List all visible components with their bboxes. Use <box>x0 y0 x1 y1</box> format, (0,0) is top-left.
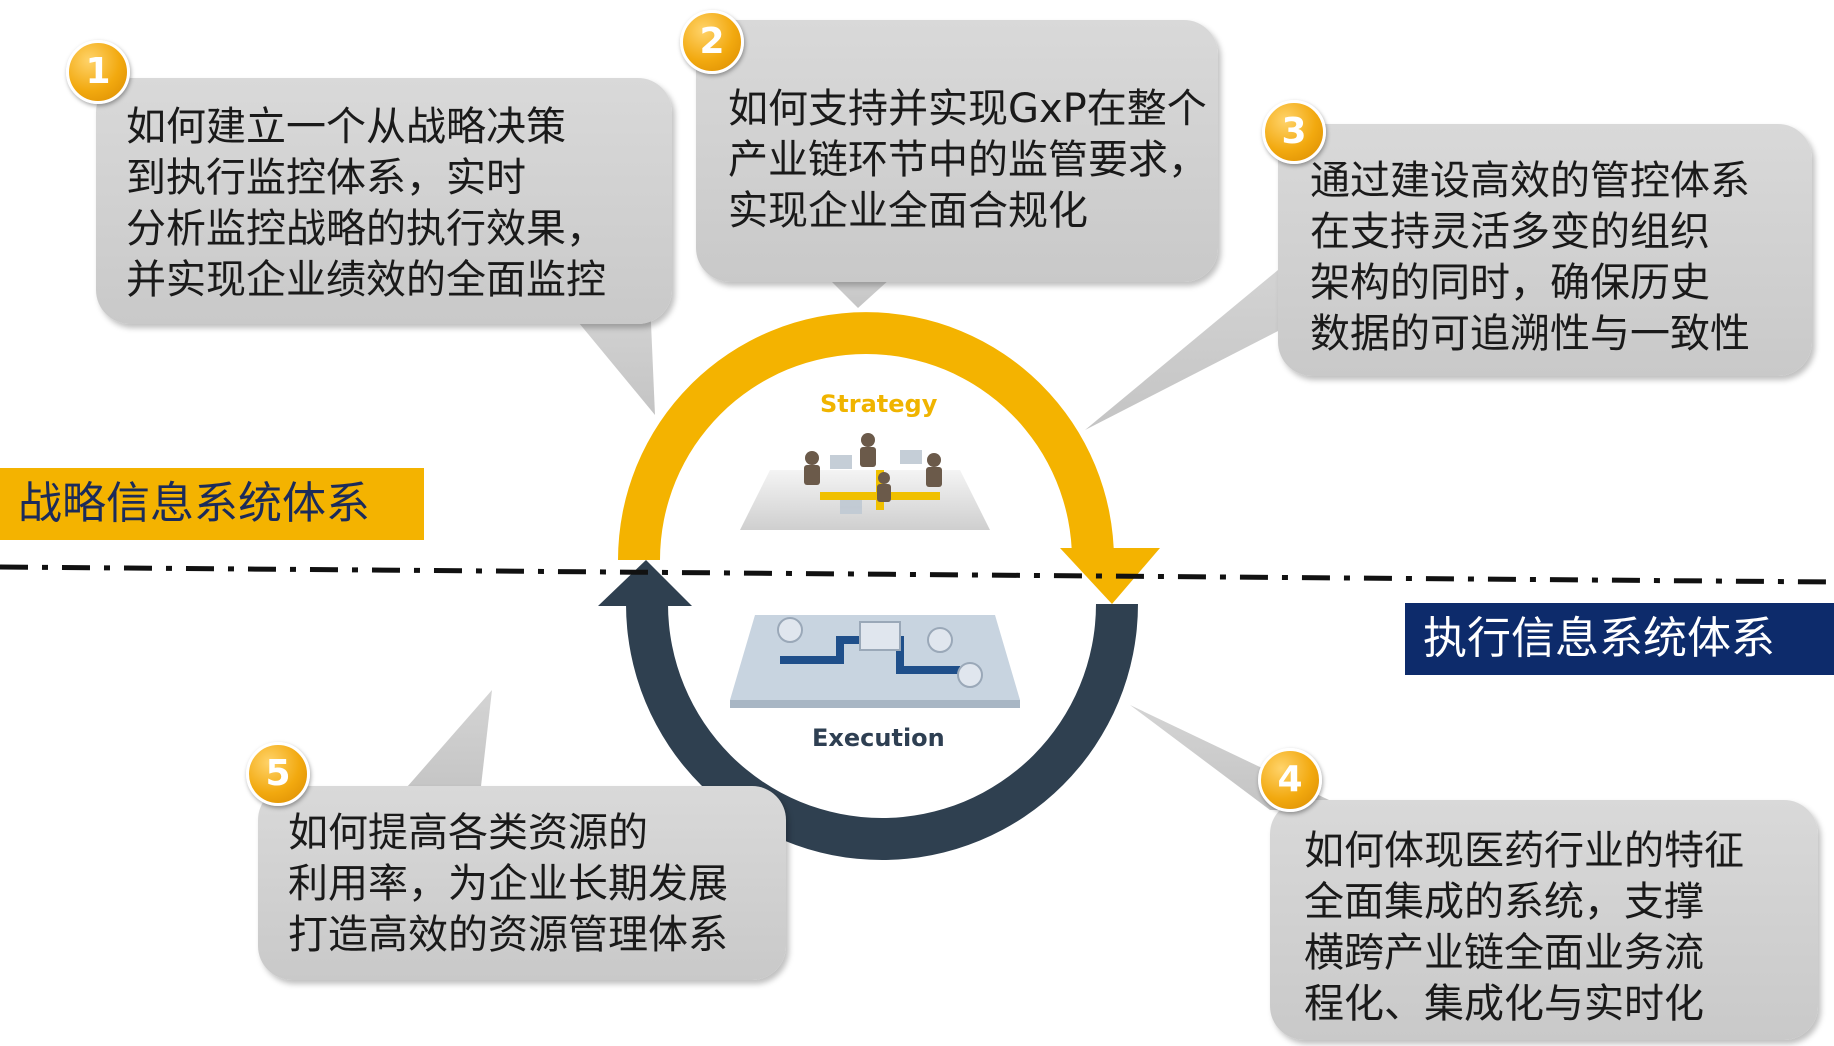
callout-bubble-5: 如何提高各类资源的 利用率，为企业长期发展 打造高效的资源管理体系 <box>258 786 786 980</box>
bubble-4-line-2: 全面集成的系统，支撑 <box>1304 879 1704 925</box>
bubble-3-line-2: 在支持灵活多变的组织 <box>1310 209 1710 255</box>
bubble-4-line-4: 程化、集成化与实时化 <box>1304 981 1704 1027</box>
bubble-3-line-4: 数据的可追溯性与一致性 <box>1310 311 1750 357</box>
bubble-2-line-3: 实现企业全面合规化 <box>728 188 1088 234</box>
bubble-1-line-3: 分析监控战略的执行效果， <box>126 206 606 252</box>
badge-4: 4 <box>1258 748 1322 812</box>
bubble-2-line-2: 产业链环节中的监管要求， <box>728 137 1208 183</box>
callout-bubble-3: 通过建设高效的管控体系 在支持灵活多变的组织 架构的同时，确保历史 数据的可追溯… <box>1278 124 1812 376</box>
badge-5: 5 <box>246 742 310 806</box>
bubble-1-tail <box>560 300 655 415</box>
execution-arrow-head <box>598 560 692 606</box>
strategy-arrow-head <box>1060 548 1160 604</box>
bubble-4-line-1: 如何体现医药行业的特征 <box>1304 828 1744 874</box>
callout-bubble-1: 如何建立一个从战略决策 到执行监控体系，实时 分析监控战略的执行效果， 并实现企… <box>96 78 672 324</box>
strategy-arc <box>618 312 1114 560</box>
bubble-3-line-3: 架构的同时，确保历史 <box>1310 260 1710 306</box>
bubble-1-line-1: 如何建立一个从战略决策 <box>126 104 566 150</box>
bubble-1-line-4: 并实现企业绩效的全面监控 <box>126 257 606 303</box>
strategy-cycle-label: Strategy <box>820 390 938 418</box>
execution-system-label: 执行信息系统体系 <box>1405 603 1834 675</box>
badge-3: 3 <box>1262 100 1326 164</box>
bubble-5-line-3: 打造高效的资源管理体系 <box>288 912 728 958</box>
bubble-4-line-3: 横跨产业链全面业务流 <box>1304 930 1704 976</box>
badge-1: 1 <box>66 40 130 104</box>
bubble-5-line-1: 如何提高各类资源的 <box>288 810 648 856</box>
execution-cycle-label: Execution <box>812 724 945 752</box>
strategy-system-label: 战略信息系统体系 <box>0 468 424 540</box>
bubble-1-line-2: 到执行监控体系，实时 <box>126 155 526 201</box>
bubble-5-tail <box>400 690 492 795</box>
bubble-5-line-2: 利用率，为企业长期发展 <box>288 861 728 907</box>
bubble-2-line-1: 如何支持并实现GxP在整个 <box>728 86 1207 132</box>
callout-bubble-2: 如何支持并实现GxP在整个 产业链环节中的监管要求， 实现企业全面合规化 <box>696 20 1218 282</box>
divider-line <box>0 564 1834 585</box>
badge-2: 2 <box>680 10 744 74</box>
bubble-3-tail <box>1085 260 1290 430</box>
strategy-figures <box>804 433 942 502</box>
bubble-3-line-1: 通过建设高效的管控体系 <box>1310 158 1750 204</box>
callout-bubble-4: 如何体现医药行业的特征 全面集成的系统，支撑 横跨产业链全面业务流 程化、集成化… <box>1270 800 1818 1040</box>
